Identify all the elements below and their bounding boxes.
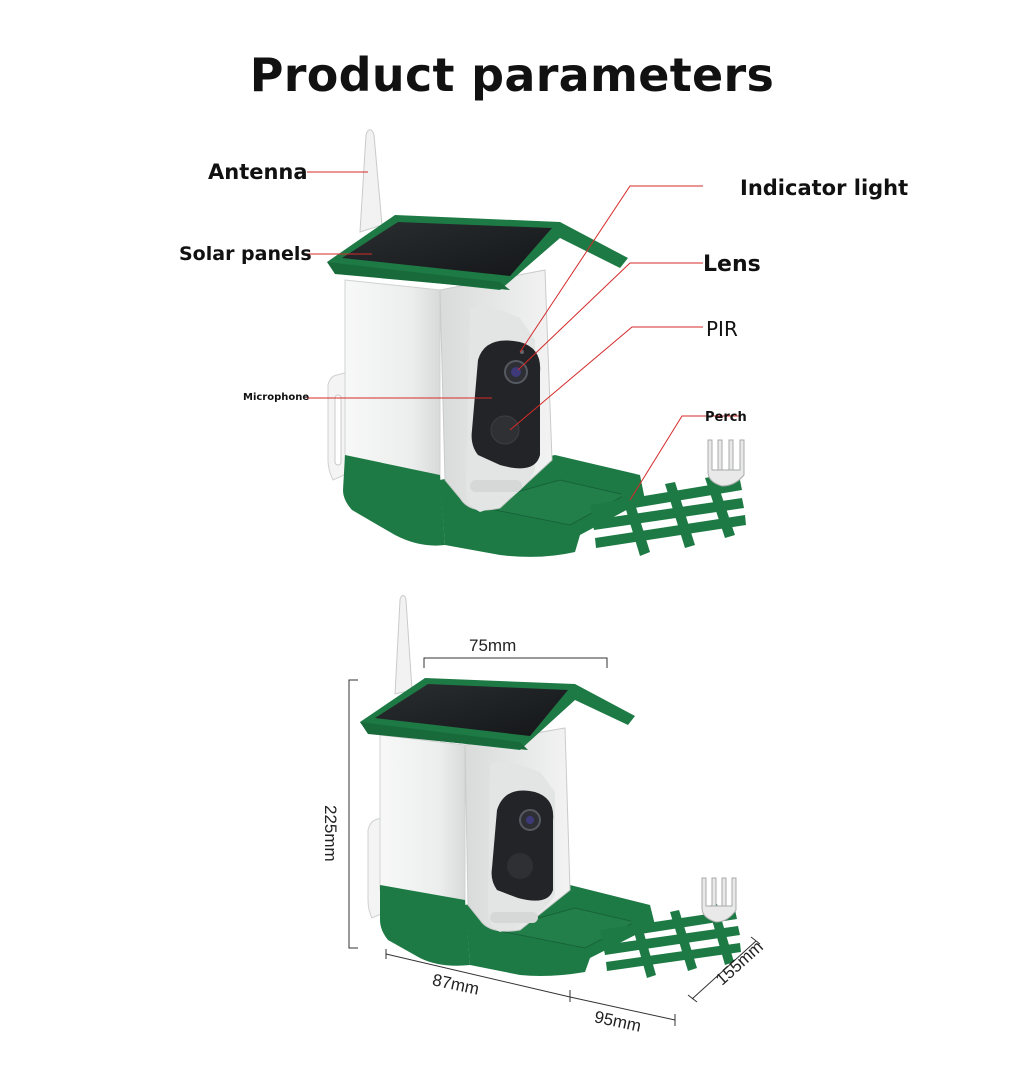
dimension-height: 225mm [321,805,340,862]
callout-solar-panels: Solar panels [179,243,312,265]
solar-panel [342,222,552,276]
camera-module [471,340,541,469]
body-shell [344,279,441,481]
body-shell [379,734,466,906]
pir-sensor [507,853,533,879]
callout-lines [307,171,740,501]
bird-feeder-bottom [360,595,741,978]
pir-sensor [490,415,520,445]
antenna [394,595,413,695]
perch-fork [701,877,737,923]
bird-feeder-top [327,129,746,557]
callout-perch: Perch [705,410,747,425]
antenna [359,129,383,233]
callout-lens: Lens [703,252,761,277]
callout-indicator-light: Indicator light [740,176,909,200]
callout-microphone: Microphone [243,392,310,403]
page-title: Product parameters [249,48,775,102]
green-base [380,885,470,966]
perch-fork [707,439,745,487]
callout-pir: PIR [706,317,738,341]
camera-module [491,790,554,901]
perch [590,476,746,556]
dimension-width-top: 75mm [469,636,517,655]
green-base [343,455,445,546]
dimension-lines [348,657,761,1026]
callout-antenna: Antenna [208,160,308,184]
solar-panel [375,684,568,736]
perch [600,904,741,978]
